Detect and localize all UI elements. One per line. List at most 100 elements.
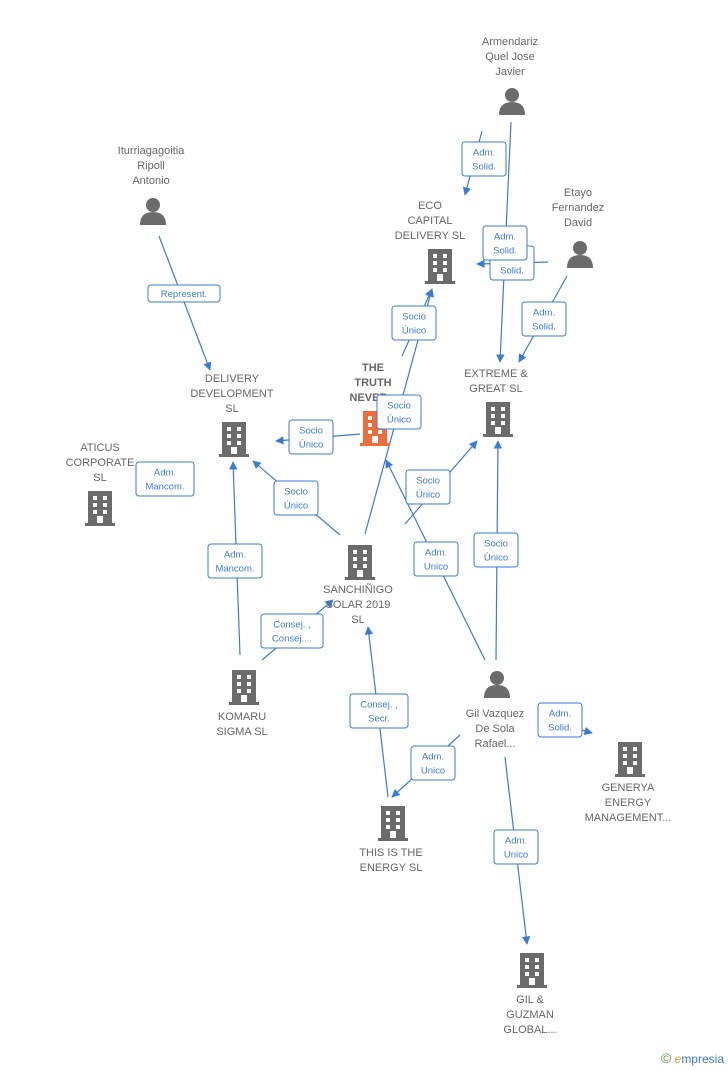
edge-label-text: Socio (284, 487, 308, 498)
edge-label-text: Unico (421, 766, 445, 777)
node-label: Gil Vazquez (466, 708, 525, 720)
edge-label[interactable]: Adm.Unico (410, 745, 456, 781)
edge-label-text: Consej. , (273, 620, 311, 631)
edge-line (158, 235, 212, 371)
edge-label-text: Único (416, 490, 440, 501)
edge-label-box (410, 745, 456, 781)
building-icon (219, 422, 249, 457)
edge-label-box (376, 394, 422, 430)
node-label: Javier (495, 66, 525, 78)
node-label: TRUTH (354, 377, 391, 389)
edge-label-text: Unico (504, 850, 528, 861)
building-icon (85, 491, 115, 526)
edge-label-box (288, 419, 334, 455)
node-label: GLOBAL... (503, 1024, 556, 1036)
node-label: Antonio (132, 175, 169, 187)
edge-label[interactable]: Adm.Solid. (537, 702, 583, 738)
node-label: CORPORATE (66, 457, 135, 469)
node-label: SL (93, 472, 106, 484)
person-node-gil[interactable]: Gil Vazquez De SolaRafael... (466, 671, 525, 750)
edge-label-text: Socio (416, 476, 440, 487)
edge-label-box (413, 541, 459, 577)
node-label: SL (225, 403, 238, 415)
company-node-generya[interactable]: GENERYAENERGYMANAGEMENT... (585, 742, 672, 824)
edge-label-box (135, 461, 195, 497)
edge-label[interactable]: Consej. , Secr. (349, 693, 409, 729)
edge-label[interactable]: Adm.Solid. (461, 141, 507, 177)
edge-label-text: Unico (424, 562, 448, 573)
edge-label-text: Solid. (493, 246, 517, 257)
edge-label[interactable]: Adm.Solid. (521, 301, 567, 337)
building-icon (517, 953, 547, 988)
person-icon (499, 88, 525, 115)
building-icon (615, 742, 645, 777)
node-label: DEVELOPMENT (190, 388, 273, 400)
edge-label-text: Secr. (368, 714, 390, 725)
edge-label[interactable]: Consej. ,Consej.... (260, 613, 324, 649)
company-node-gilguzman[interactable]: GIL &GUZMANGLOBAL... (503, 953, 557, 1036)
edge-label[interactable]: Adm.Mancom. (135, 461, 195, 497)
node-label: Rafael... (475, 738, 516, 750)
node-label: THE (362, 362, 384, 374)
node-label: De Sola (475, 723, 515, 735)
edge-label-box (473, 532, 519, 568)
edge-label-text: Solid. (500, 266, 524, 277)
node-label: Etayo (564, 187, 592, 199)
copyright-symbol: © (660, 1050, 672, 1066)
edge-label-text: Adm. (505, 836, 527, 847)
company-node-extreme[interactable]: EXTREME &GREAT SL (464, 368, 528, 437)
node-label: THIS IS THE (359, 847, 422, 859)
node-label: ENERGY SL (360, 862, 423, 874)
edge-label-text: Único (284, 501, 308, 512)
edge-label[interactable]: Represent. (147, 284, 221, 303)
edge-label-box (493, 829, 539, 865)
company-node-delivery[interactable]: DELIVERY DEVELOPMENT SL (190, 373, 274, 457)
edge-label-text: Único (402, 326, 426, 337)
company-node-thisis[interactable]: THIS IS THE ENERGY SL (359, 806, 423, 874)
node-label: ECO (418, 200, 442, 212)
node-label: GIL & (516, 994, 544, 1006)
edge-label-box (391, 305, 437, 341)
edge-label-box (349, 693, 409, 729)
node-label: GREAT SL (469, 383, 522, 395)
brand-e: e (674, 1052, 682, 1066)
node-label: DELIVERY (205, 373, 260, 385)
footer-brand: © empresia (661, 1050, 724, 1066)
person-icon (484, 671, 510, 698)
edge-label-text: Único (387, 415, 411, 426)
edge-label-text: Socio (387, 401, 411, 412)
edge-label[interactable]: Adm.Unico (413, 541, 459, 577)
node-label: Quel Jose (485, 51, 535, 63)
node-label: Armendariz (482, 36, 538, 48)
edge-label-box (405, 469, 451, 505)
node-label: David (564, 217, 592, 229)
edge-label[interactable]: Adm.Mancom. (207, 543, 263, 579)
edge-label-box (260, 613, 324, 649)
edge-label-text: Socio (484, 539, 508, 550)
node-label: CAPITAL (407, 215, 452, 227)
edge-label-text: Consej. , (360, 700, 398, 711)
node-label: MANAGEMENT... (585, 812, 672, 824)
edge-label-text: Único (484, 553, 508, 564)
edge-label-box (521, 301, 567, 337)
edge-label[interactable]: Adm. Unico (493, 829, 539, 865)
building-icon (378, 806, 408, 841)
edge-label-text: Socio (299, 426, 323, 437)
person-icon (567, 241, 593, 268)
node-label: SIGMA SL (216, 726, 267, 738)
edge-label[interactable]: Adm.Solid. (482, 225, 528, 261)
